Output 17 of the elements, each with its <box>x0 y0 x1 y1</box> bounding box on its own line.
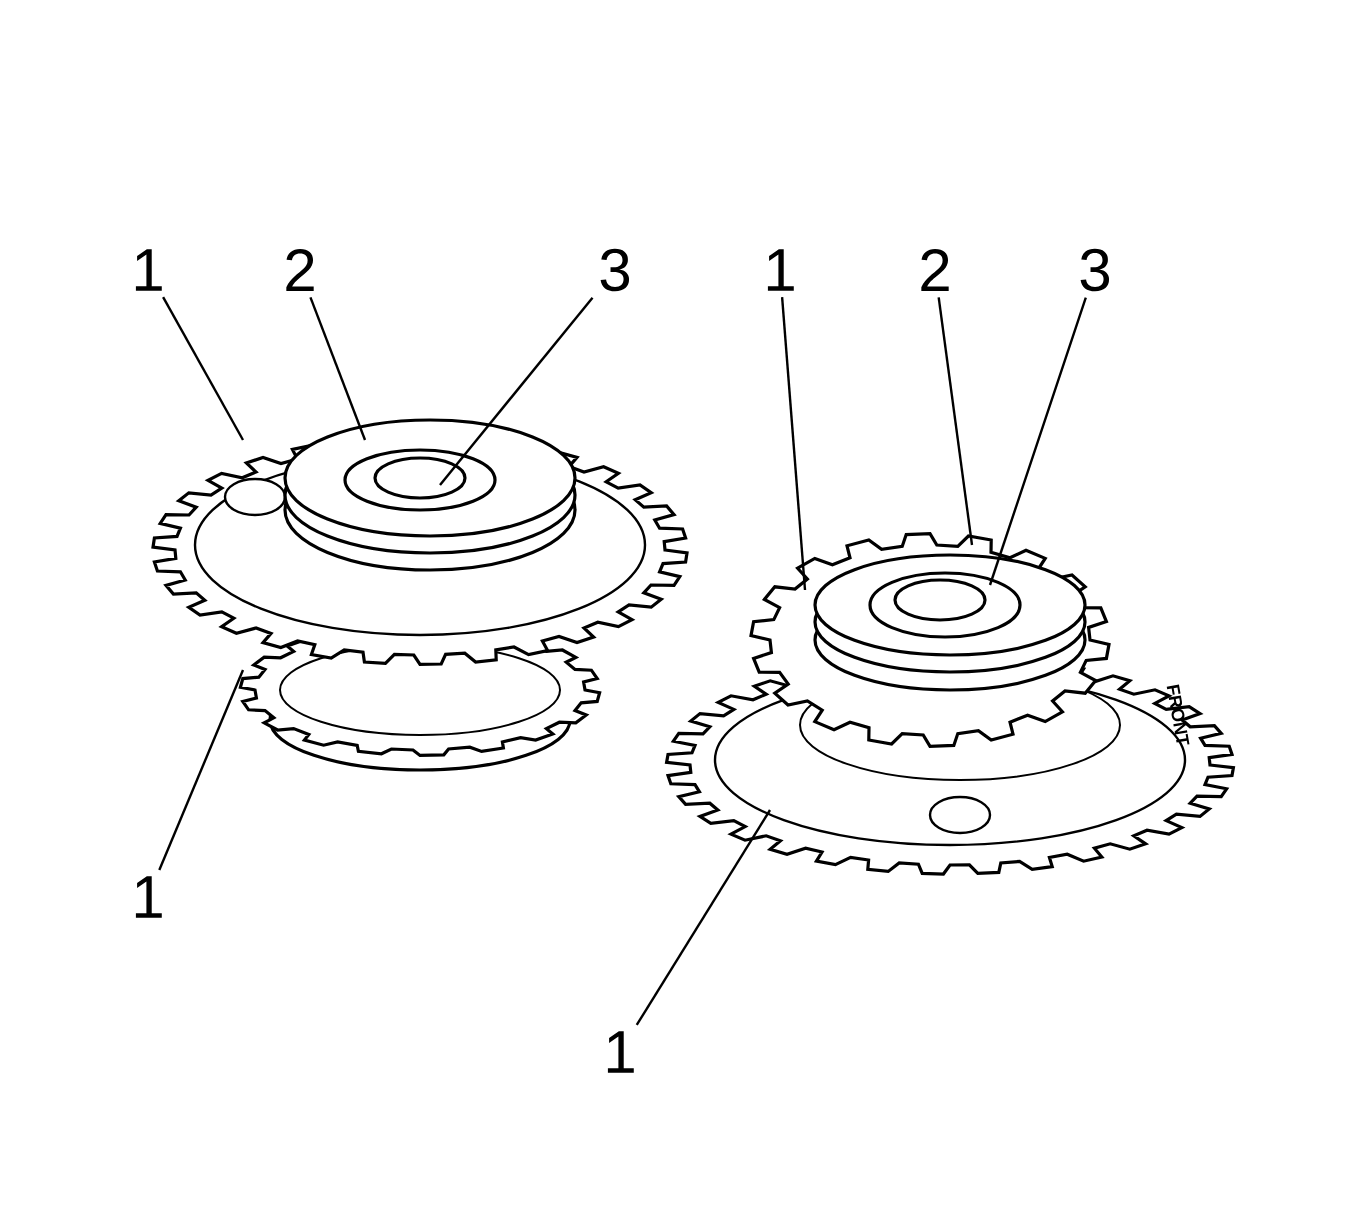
callout-number: 1 <box>607 1031 634 1073</box>
callout-number: 1 <box>135 249 162 291</box>
callout-number: 1 <box>767 249 794 291</box>
leader-line <box>635 809 772 1026</box>
stamped-text: FRONT <box>1166 684 1190 745</box>
callout-number: 2 <box>286 249 314 291</box>
leader-line <box>439 296 594 486</box>
leader-line <box>937 297 974 546</box>
callout-number: 1 <box>135 876 162 918</box>
leader-line <box>780 296 807 591</box>
callout-number: 3 <box>600 248 630 292</box>
leader-line <box>309 296 367 441</box>
callout-number: 2 <box>921 249 949 291</box>
leader-line <box>988 297 1087 586</box>
leader-line <box>158 669 245 871</box>
callout-number: 3 <box>1080 248 1110 292</box>
leader-line <box>162 296 245 441</box>
